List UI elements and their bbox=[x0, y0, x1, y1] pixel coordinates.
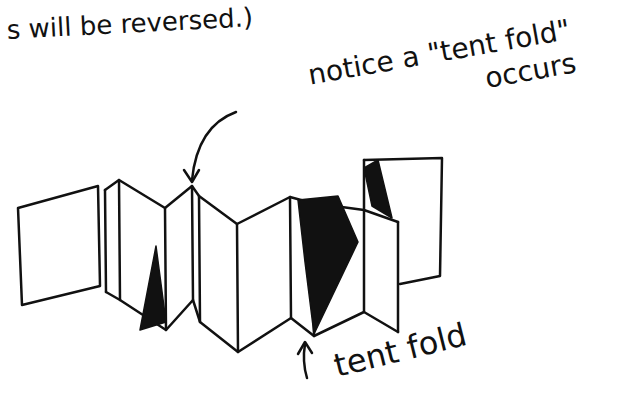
arrow-head bbox=[184, 170, 199, 182]
leader-arrow bbox=[304, 344, 307, 378]
callout-text: notice a "tent fold" occurs bbox=[232, 13, 579, 138]
shaded-fold bbox=[364, 160, 392, 218]
callout-text: tent fold bbox=[330, 315, 471, 385]
shaded-fold bbox=[298, 196, 358, 334]
note-text: s will be reversed.) bbox=[6, 2, 254, 46]
top-edge bbox=[105, 180, 398, 224]
arrow-head bbox=[298, 342, 312, 354]
end-panel bbox=[364, 158, 442, 284]
end-panel bbox=[18, 186, 100, 305]
fold-lines bbox=[105, 180, 398, 352]
shaded-fold bbox=[140, 246, 166, 330]
